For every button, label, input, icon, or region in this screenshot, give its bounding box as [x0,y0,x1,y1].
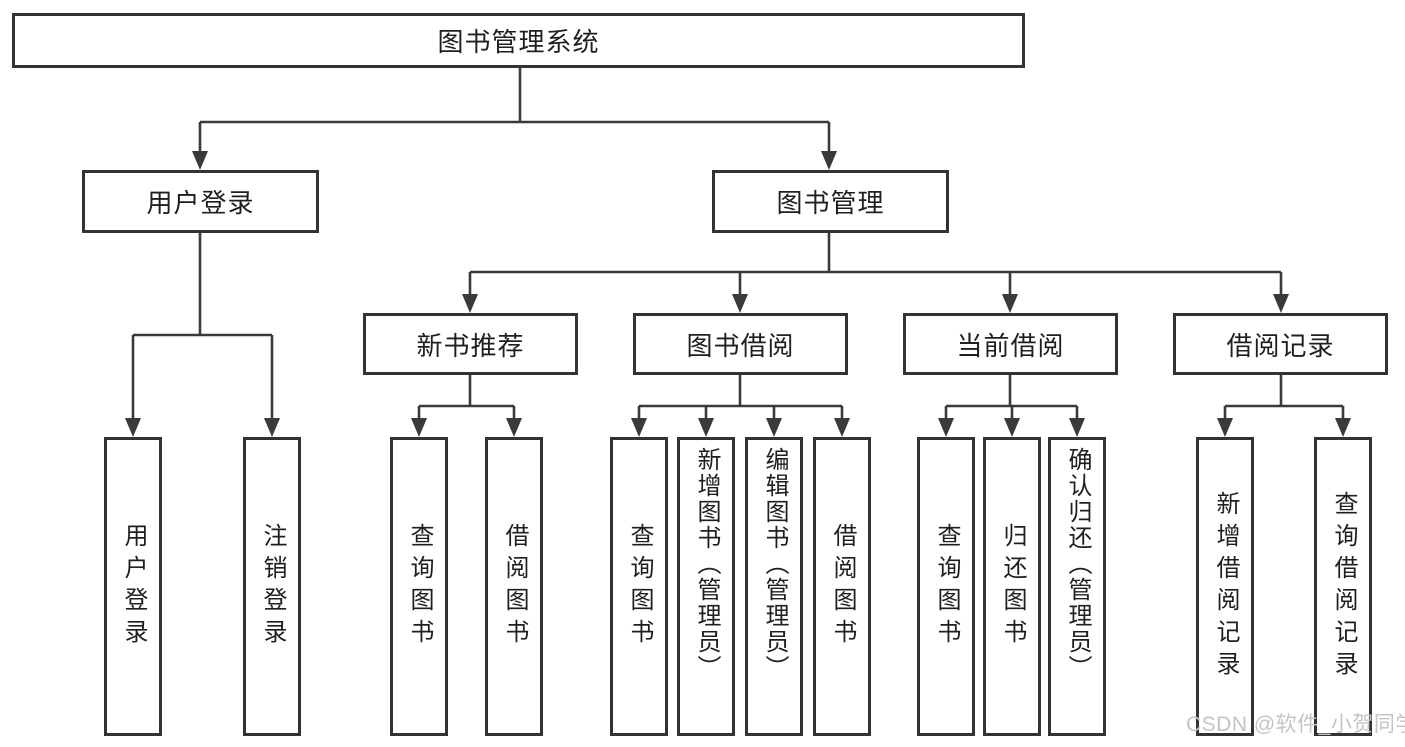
node-borrow-books-recommendation: 借阅图书 [485,437,543,736]
node-edit-books-admin: 编辑图书（管理员） [745,437,803,736]
node-borrow-books-leaf: 借阅图书 [813,437,871,736]
node-query-books-borrowing: 查询图书 [610,437,668,736]
node-book-borrowing: 图书借阅 [633,313,848,375]
connector-current-borrowing-to-leaves [944,375,1079,421]
node-label: 图书管理系统 [437,27,600,57]
node-label: 图书借阅 [686,330,795,361]
arrowheads-level2 [192,151,837,170]
connector-book-borrowing-to-leaves [637,375,844,421]
node-label: 查询借阅记录 [1330,490,1357,683]
node-label: 确认归还（管理员） [1064,447,1091,681]
node-borrowing-records: 借阅记录 [1173,313,1388,375]
node-label: 注销登录 [259,522,286,651]
node-label: 图书管理 [776,188,885,218]
node-user-login: 用户登录 [82,170,319,233]
node-label: 借阅图书 [501,522,528,651]
node-label: 归还图书 [999,522,1026,651]
node-query-books-recommendation: 查询图书 [390,437,448,736]
arrowheads-user-login-leaves [125,418,280,437]
node-label: 查询图书 [933,522,960,651]
node-label: 用户登录 [120,522,147,651]
connector-book-management-to-level3 [468,233,1283,297]
node-label: 编辑图书（管理员） [761,447,788,681]
node-logout: 注销登录 [243,437,301,736]
csdn-watermark: CSDN @软件_小贺同学 [1186,713,1405,736]
node-query-books-current: 查询图书 [917,437,975,736]
node-label: 当前借阅 [956,330,1065,361]
node-library-management-system: 图书管理系统 [12,13,1025,68]
node-user-login-leaf: 用户登录 [104,437,162,736]
node-label: 查询图书 [626,522,653,651]
node-return-books: 归还图书 [983,437,1041,736]
node-new-book-recommendation: 新书推荐 [363,313,578,375]
node-label: 借阅图书 [829,522,856,651]
arrowheads-book-borrowing [631,418,850,437]
node-current-borrowing: 当前借阅 [903,313,1118,375]
node-book-management: 图书管理 [712,170,949,233]
node-label: 查询图书 [406,522,433,651]
connector-user-login-to-leaves [131,233,274,421]
node-label: 借阅记录 [1226,330,1335,361]
node-add-books-admin: 新增图书（管理员） [677,437,735,736]
node-query-borrow-record: 查询借阅记录 [1314,437,1372,736]
node-label: 新增借阅记录 [1212,490,1239,683]
arrowheads-borrowing-records [1217,418,1351,437]
arrowheads-level3 [462,294,1289,313]
connector-root-to-level2 [198,68,831,154]
connector-borrowing-records-to-leaves [1223,375,1345,421]
arrowheads-current-borrowing [938,418,1085,437]
node-add-borrow-record: 新增借阅记录 [1196,437,1254,736]
node-confirm-return-admin: 确认归还（管理员） [1048,437,1106,736]
connector-new-book-recommendation-to-leaves [417,375,516,421]
node-label: 新增图书（管理员） [693,447,720,681]
node-label: 新书推荐 [416,330,525,361]
arrowheads-new-book-recommendation [411,418,522,437]
node-label: 用户登录 [146,188,255,218]
